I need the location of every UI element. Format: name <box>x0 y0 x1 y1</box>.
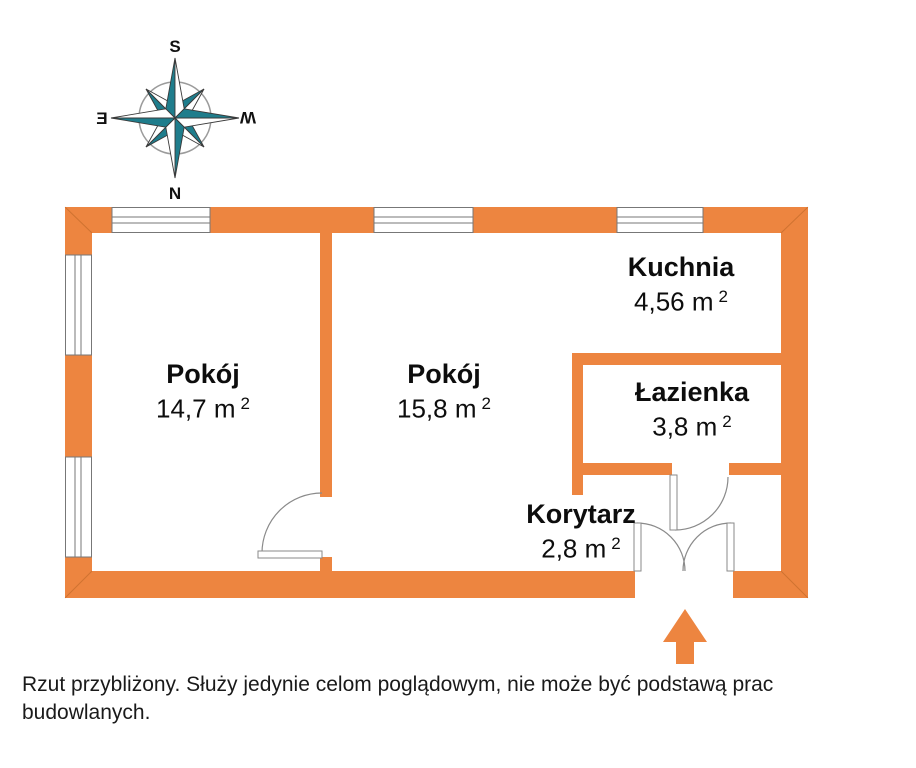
entrance-door-leaf-right <box>726 522 735 572</box>
compass-letter-west: W <box>239 108 256 127</box>
window-left-1 <box>65 254 92 356</box>
compass-letter-north: N <box>169 184 181 203</box>
bathroom-bottom-wall <box>572 463 672 475</box>
entrance-arrow-icon <box>663 609 707 664</box>
compass-rose-icon: S N E W <box>96 37 256 203</box>
room-name: Korytarz <box>526 499 636 529</box>
room-name: Pokój <box>166 359 240 389</box>
windows <box>65 207 704 558</box>
kitchen-bathroom-wall <box>572 353 781 365</box>
room-door-arc <box>261 492 323 554</box>
entrance-door-arc-right <box>682 522 732 572</box>
bathroom-left-wall <box>572 353 583 495</box>
window-frame-lines <box>74 216 703 557</box>
doors <box>257 474 735 572</box>
bathroom-door-arc <box>674 476 729 531</box>
window-top-1 <box>111 207 211 233</box>
window-top-3 <box>616 207 704 233</box>
room-partition-wall <box>320 233 332 497</box>
disclaimer-text: Rzut przybliżony. Służy jedynie celom po… <box>22 673 774 725</box>
room-name: Kuchnia <box>627 252 735 282</box>
interior-walls <box>320 233 781 571</box>
room-name: Łazienka <box>634 377 750 407</box>
compass-letter-east: E <box>96 109 107 128</box>
entrance-door-leaf-left <box>633 522 642 572</box>
room-door-leaf <box>257 550 323 559</box>
compass-letter-south: S <box>169 37 180 56</box>
corner-miters <box>64 206 809 599</box>
bathroom-bottom-wall-stub <box>729 463 781 475</box>
bathroom-door-leaf <box>669 474 678 531</box>
compass-star <box>110 57 240 179</box>
window-left-2 <box>65 456 92 558</box>
window-top-2 <box>373 207 474 233</box>
room-name: Pokój <box>407 359 481 389</box>
room-partition-stub <box>320 557 332 571</box>
